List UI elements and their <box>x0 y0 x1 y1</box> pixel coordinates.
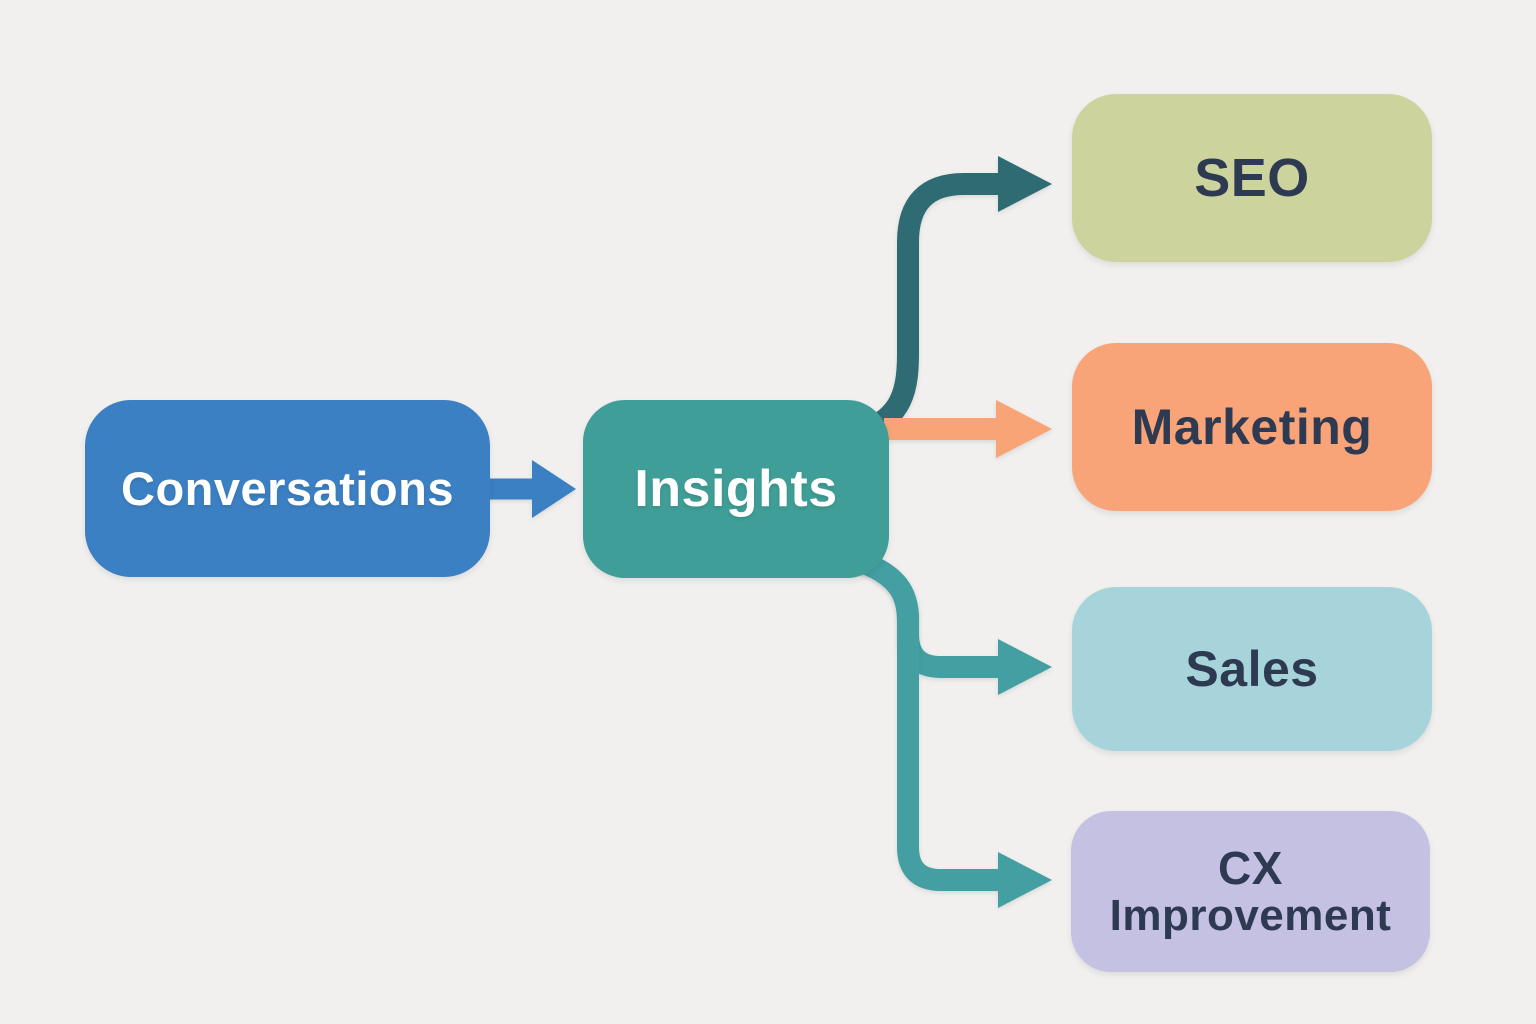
node-seo-label: SEO <box>1194 147 1310 208</box>
node-marketing-label: Marketing <box>1131 398 1373 455</box>
arrow-insights-to-cx <box>852 549 1052 908</box>
arrow-insights-to-cx-head <box>998 852 1052 908</box>
arrow-conversations-to-insights-head <box>532 460 576 518</box>
node-insights-label: Insights <box>634 459 838 518</box>
arrow-insights-to-marketing <box>884 400 1052 458</box>
arrow-insights-to-cx-shaft <box>852 549 1002 891</box>
node-marketing: Marketing <box>1072 343 1432 511</box>
node-cx-improvement-label-line2: Improvement <box>1109 890 1392 940</box>
arrow-insights-to-sales-head <box>998 639 1052 695</box>
node-cx-improvement: CX Improvement <box>1071 811 1430 972</box>
node-insights: Insights <box>583 400 889 578</box>
node-cx-improvement-label-line1: CX <box>1218 842 1283 895</box>
node-conversations-label: Conversations <box>121 461 454 515</box>
node-sales-label: Sales <box>1185 640 1319 697</box>
node-sales: Sales <box>1072 587 1432 751</box>
arrow-insights-to-marketing-head <box>996 400 1052 458</box>
node-conversations: Conversations <box>85 400 490 577</box>
arrow-insights-to-seo-head <box>998 156 1052 212</box>
node-seo: SEO <box>1072 94 1432 262</box>
arrow-insights-to-seo-shaft <box>852 173 1002 445</box>
arrow-insights-to-seo <box>852 156 1052 445</box>
arrow-conversations-to-insights <box>482 460 576 518</box>
